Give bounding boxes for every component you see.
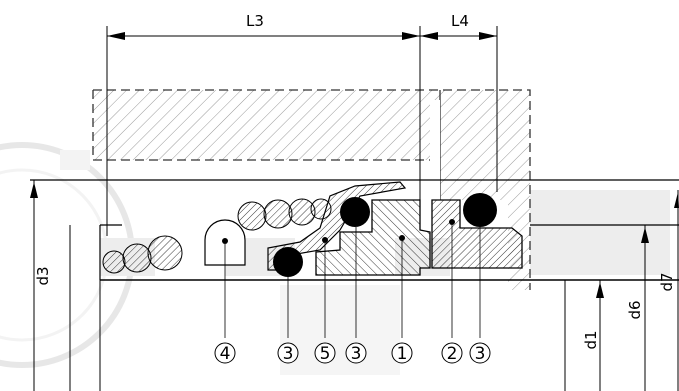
callout-3c: 3 — [469, 342, 491, 364]
dimension-diameters: d3 d1 d6 d7 — [30, 180, 679, 391]
callout-1-label: 1 — [397, 344, 408, 364]
shaft — [30, 179, 679, 391]
dimension-l3-l4: L3 L4 — [106, 12, 498, 236]
callout-5-label: 5 — [320, 344, 331, 364]
callout-3a-label: 3 — [283, 344, 294, 364]
d3-label: d3 — [34, 266, 52, 285]
d6-label: d6 — [626, 300, 644, 319]
o-rings-part-3 — [273, 193, 497, 338]
callout-3a: 3 — [277, 342, 299, 364]
d1-label: d1 — [582, 330, 600, 349]
drive-ring-part-4 — [204, 219, 246, 338]
callout-2: 2 — [441, 342, 463, 364]
housing — [92, 89, 531, 290]
d7-label: d7 — [658, 272, 676, 291]
stationary-seat-part-2 — [431, 199, 523, 338]
callout-3b: 3 — [345, 342, 367, 364]
l3-label: L3 — [246, 12, 264, 30]
callout-1: 1 — [391, 342, 413, 364]
l4-label: L4 — [451, 12, 469, 30]
rotating-ring-part-1 — [315, 199, 431, 338]
callout-5: 5 — [314, 342, 336, 364]
callout-2-label: 2 — [447, 344, 458, 364]
callout-3c-label: 3 — [475, 344, 486, 364]
callouts: 4 3 5 3 1 2 3 — [214, 342, 491, 364]
callout-4: 4 — [214, 342, 236, 364]
callout-4-label: 4 — [220, 344, 231, 364]
spring — [102, 198, 332, 274]
callout-3b-label: 3 — [351, 344, 362, 364]
